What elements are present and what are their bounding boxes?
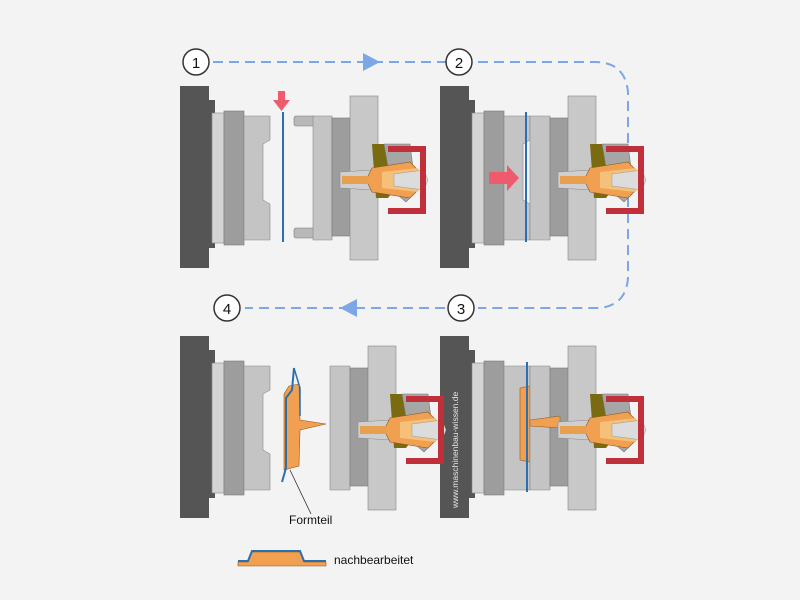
cavity-plate [529, 115, 551, 241]
panel-4-demolding: Formteil [180, 336, 447, 527]
cavity-plate [529, 365, 551, 491]
molded-part [283, 383, 327, 471]
motion-arrow-icon [489, 165, 519, 191]
arrowhead-icon [363, 53, 380, 71]
nachbearbeitet-label: nachbearbeitet [334, 553, 414, 567]
moving-platen [180, 336, 215, 518]
moving-platen [440, 336, 475, 518]
panel-2-closing [440, 86, 647, 268]
step-2-badge: 2 [445, 48, 473, 76]
cavity-plate [312, 115, 333, 241]
moving-platen [440, 86, 475, 268]
step-1-badge: 1 [182, 48, 210, 76]
step-4-number: 4 [223, 301, 231, 318]
arrowhead-icon [340, 299, 357, 317]
step-3-badge: 3 [447, 294, 475, 322]
step-3-number: 3 [457, 301, 465, 318]
molded-part [519, 385, 531, 463]
cavity-plate [329, 365, 351, 491]
formteil-label: Formteil [289, 513, 332, 527]
panel-1-open-mold [180, 86, 429, 268]
film-on-part [293, 367, 301, 416]
step-1-number: 1 [192, 55, 200, 72]
finished-part: nachbearbeitet [237, 550, 414, 567]
step-4-badge: 4 [213, 294, 241, 322]
core-plate [243, 115, 271, 241]
moving-platen [180, 86, 215, 268]
motion-arrow-icon [273, 91, 290, 111]
film-on-part [281, 367, 295, 483]
leader-line [289, 469, 312, 515]
panel-3-injection: www.maschinenbau-wissen.de [440, 336, 647, 518]
step-2-number: 2 [455, 55, 463, 72]
watermark-text: www.maschinenbau-wissen.de [450, 392, 460, 509]
core-plate [243, 365, 271, 491]
